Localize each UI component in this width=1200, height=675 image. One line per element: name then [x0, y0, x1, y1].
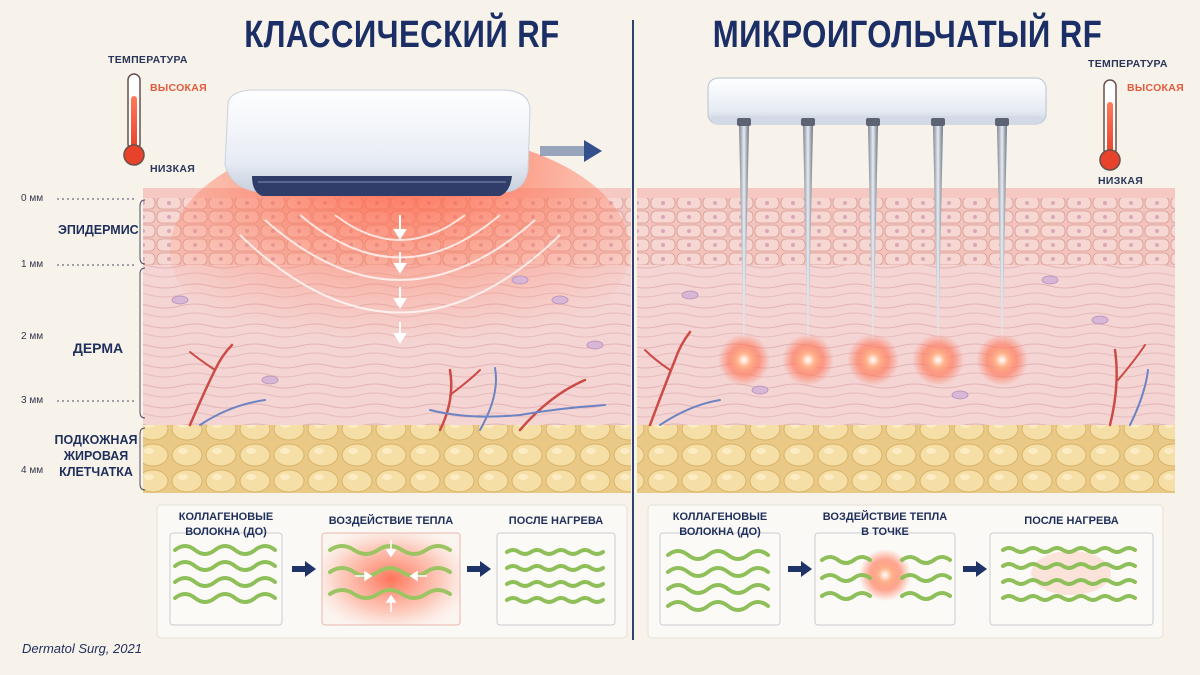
layer-epidermis: ЭПИДЕРМИС [58, 223, 139, 237]
citation: Dermatol Surg, 2021 [22, 641, 142, 656]
layer-dermis: ДЕРМА [72, 340, 124, 356]
left-title: КЛАССИЧЕСКИЙ RF [244, 14, 560, 56]
collagen-fibers-after-left [505, 548, 605, 604]
panel-after-right-title: ПОСЛЕ НАГРЕВА [1024, 515, 1119, 527]
thermometer-low-right: НИЗКАЯ [1098, 175, 1144, 187]
dermal-cells [171, 275, 1109, 400]
thermometer-label-right: ТЕМПЕРАТУРА [1088, 58, 1168, 70]
collagen-fibers-before-right [666, 549, 770, 612]
blood-vessels-left [188, 343, 606, 432]
heat-points [718, 334, 1028, 386]
thermometer-high-left: ВЫСОКАЯ [150, 82, 207, 94]
panel-arrows [292, 561, 987, 577]
depth-4mm: 4 мм [21, 465, 44, 476]
layer-subcutis: ПОДКОЖНАЯ ЖИРОВАЯ КЛЕТЧАТКА [54, 433, 138, 479]
panel-after-left-title: ПОСЛЕ НАГРЕВА [508, 515, 604, 527]
collagen-fibers-before-left [173, 544, 277, 604]
collagen-fibers-after-right [1001, 546, 1137, 602]
right-title: МИКРОИГОЛЬЧАТЫЙ RF [712, 14, 1103, 56]
thermometer-left [123, 73, 145, 166]
thermometer-right [1099, 79, 1121, 171]
blood-vessels-right [644, 330, 1149, 427]
classic-rf-device [224, 89, 531, 196]
collagen-panels [156, 504, 1164, 639]
collagen-fibers-heat-right [820, 555, 952, 601]
thermometer-low-left: НИЗКАЯ [150, 163, 196, 175]
transition-arrow [540, 140, 602, 162]
microneedle-rf-device [707, 77, 1047, 125]
collagen-fibers-heat-left [328, 544, 452, 600]
depth-0mm: 0 мм [21, 193, 44, 204]
needles [737, 118, 1009, 358]
depth-2mm: 2 мм [21, 331, 44, 342]
heat-arrows-inward [355, 540, 427, 612]
heat-arrows-down [393, 215, 407, 344]
skin-section-right [637, 188, 1175, 493]
depth-3mm: 3 мм [21, 395, 44, 406]
depth-scale [57, 198, 146, 491]
depth-1mm: 1 мм [21, 259, 44, 270]
panel-heat-left-title: ВОЗДЕЙСТВИЕ ТЕПЛА [328, 515, 454, 527]
thermometer-high-right: ВЫСОКАЯ [1127, 82, 1184, 94]
thermometer-label-left: ТЕМПЕРАТУРА [108, 54, 188, 66]
